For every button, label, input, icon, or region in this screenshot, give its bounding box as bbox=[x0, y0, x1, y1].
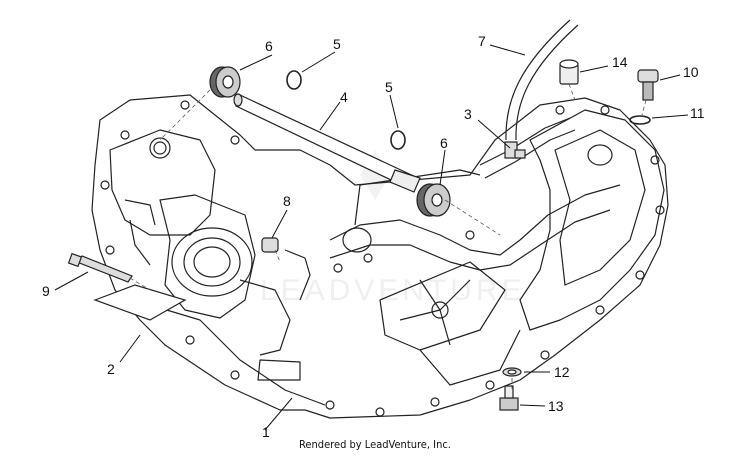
callout-9: 9 bbox=[42, 283, 50, 299]
callout-6-left: 6 bbox=[265, 38, 273, 54]
callout-5-lower: 5 bbox=[385, 79, 393, 95]
callout-13: 13 bbox=[548, 398, 564, 414]
sealing-washer bbox=[502, 367, 522, 377]
render-credit: Rendered by LeadVenture, Inc. bbox=[299, 438, 451, 451]
bushing-part bbox=[559, 59, 579, 85]
oil-filler-plug bbox=[637, 69, 659, 101]
callout-4: 4 bbox=[340, 89, 348, 105]
breather-hose bbox=[505, 19, 579, 141]
callout-5-upper: 5 bbox=[333, 36, 341, 52]
callout-1: 1 bbox=[262, 424, 270, 440]
callout-14: 14 bbox=[612, 54, 628, 70]
dowel-pin bbox=[261, 237, 279, 253]
shaft-part bbox=[233, 93, 421, 193]
leader-lines bbox=[54, 44, 689, 431]
callout-12: 12 bbox=[554, 364, 570, 380]
bolt-9 bbox=[67, 252, 133, 283]
callout-labels: 1 2 3 4 5 5 6 6 7 8 9 10 11 12 13 14 bbox=[42, 33, 705, 440]
callout-6-right: 6 bbox=[440, 135, 448, 151]
callout-7: 7 bbox=[478, 33, 486, 49]
circlip-right bbox=[390, 130, 406, 150]
callout-8: 8 bbox=[283, 193, 291, 209]
drain-bolt bbox=[499, 385, 519, 411]
o-ring bbox=[629, 115, 651, 125]
circlip-left bbox=[286, 70, 302, 90]
callout-3: 3 bbox=[464, 106, 472, 122]
plate-part bbox=[93, 284, 187, 321]
callout-10: 10 bbox=[683, 64, 699, 80]
crankcase-outline bbox=[91, 94, 669, 419]
bearing-right bbox=[416, 183, 451, 217]
callout-2: 2 bbox=[107, 361, 115, 377]
callout-11: 11 bbox=[690, 105, 705, 121]
watermark-text: LEADVENTURE bbox=[260, 274, 526, 307]
bearing-left bbox=[209, 66, 241, 98]
hose-fitting bbox=[504, 141, 526, 159]
crankcase-assembly bbox=[91, 94, 669, 419]
assembly-guide-lines bbox=[129, 83, 647, 390]
